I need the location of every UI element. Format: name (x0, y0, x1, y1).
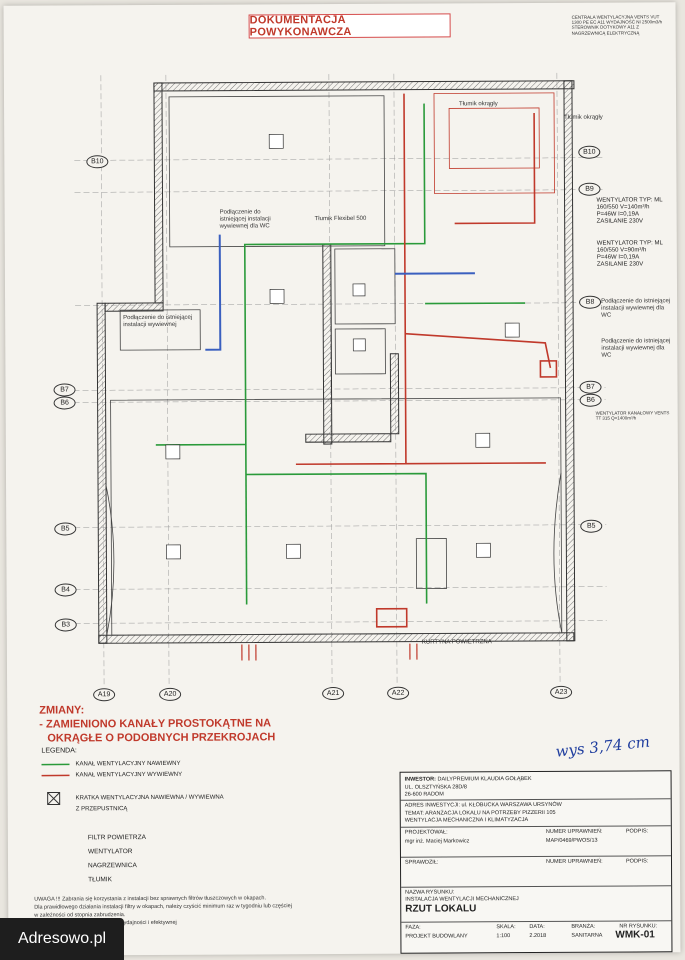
legend-supply-label: KANAŁ WENTYLACYJNY NAWIEWNY (75, 760, 181, 767)
tb-license: MAP/0469/PWOS/13 (545, 837, 598, 844)
tb-number: WMK-01 (615, 929, 655, 941)
axis-left-b4: B4 (54, 583, 77, 597)
label-tlumik-2: Tłumik okrągły (564, 114, 603, 121)
legend-exhaust-label: KANAŁ WENTYLACYJNY WYWIEWNY (75, 771, 183, 778)
tb-sign-label-2: PODPIS: (625, 858, 649, 865)
label-kurtyna: KURTYNA POWIETRZNA (421, 639, 492, 646)
label-tlumik-flexible: Tłumik Flexibel 500 (314, 215, 367, 223)
floor-plan (55, 72, 607, 686)
title-block: INWESTOR: DAILYPREMIUM KLAUDIA GOŁĄBEK U… (399, 770, 673, 954)
grille-icon (47, 791, 61, 805)
legend-title: LEGENDA: (41, 747, 77, 755)
tb-investor-label: INWESTOR: (404, 776, 436, 783)
axis-right-b10: B10 (578, 145, 601, 159)
tb-branch-label: BRANŻA: (571, 923, 596, 930)
changes-line-2: OKRĄGŁE O PODOBNYCH PRZEKROJACH (47, 731, 276, 745)
axis-bottom-a19: A19 (93, 688, 116, 702)
tb-investor: DAILYPREMIUM KLAUDIA GOŁĄBEK (437, 776, 532, 783)
label-central-unit: CENTRALA WENTYLACYJNA VENTS VUT 1300 PE … (571, 14, 663, 36)
tb-scale: 1:100 (496, 933, 511, 940)
changes-note: ZMIANY: - ZAMIENIONO KANAŁY PROSTOKĄTNE … (39, 702, 275, 745)
tb-topic2: WENTYLACJA MECHANICZNA I KLIMATYZACJA (404, 817, 529, 824)
label-channel-fan: WENTYLATOR KANAŁOWY VENTS TT 315 Q=1400m… (595, 410, 670, 421)
axis-left-b6: B6 (53, 396, 76, 410)
label-fan-2: WENTYLATOR TYP: ML 160/550 V=90m³/h P=46… (596, 240, 663, 268)
watermark-logo[interactable]: Adresowo.pl (0, 918, 124, 960)
tb-sign-label: PODPIS: (625, 828, 649, 835)
tb-license-label: NUMER UPRAWNIEŃ: (545, 828, 603, 835)
tb-scale-label: SKALA: (496, 924, 516, 931)
legend-grille-label: KRATKA WENTYLACYJNA NAWIEWNA / WYWIEWNA (75, 794, 224, 801)
axis-bottom-a21: A21 (322, 686, 345, 701)
tb-drawing-name: RZUT LOKALU (405, 903, 477, 915)
tb-license-label-2: NUMER UPRAWNIEŃ: (545, 858, 603, 865)
drawing-sheet: DOKUMENTACJA POWYKONAWCZA (3, 2, 681, 956)
label-conn-wc-1: Podłączenie do istniejącej instalacji wy… (601, 298, 671, 319)
axis-bottom-a22: A22 (387, 686, 410, 700)
label-fan-1: WENTYLATOR TYP: ML 160/550 V=140m³/h P=4… (596, 197, 663, 225)
legend: LEGENDA: KANAŁ WENTYLACYJNY NAWIEWNY KAN… (41, 747, 223, 815)
tb-designer-label: PROJEKTOWAŁ: (404, 829, 448, 836)
supply-ducts (155, 103, 526, 605)
tb-checker-label: SPRAWDZIŁ: (404, 859, 439, 866)
legend-damper-label: Z PRZEPUSTNICĄ (75, 805, 128, 812)
blue-ducts (205, 234, 475, 351)
legend-fan: WENTYLATOR (87, 848, 133, 856)
axis-right-b7: B7 (579, 380, 602, 394)
legend-row-grille: KRATKA WENTYLACYJNA NAWIEWNA / WYWIEWNA (42, 791, 224, 805)
grilles (165, 133, 520, 560)
label-tlumik-1: Tłumik okrągły (459, 101, 498, 108)
exhaust-ducts (295, 93, 558, 628)
tb-branch: SANITARNA (571, 932, 603, 939)
tb-phase: PROJEKT BUDOWLANY (405, 933, 468, 940)
axis-bottom-a20: A20 (159, 687, 182, 701)
axis-left-b3: B3 (54, 618, 77, 632)
axis-left-b5: B5 (54, 522, 77, 536)
air-curtain-arrows (241, 643, 418, 661)
handwritten-note: wys 3,74 cm (554, 732, 651, 761)
axis-right-b5: B5 (580, 519, 603, 533)
exhaust-line-icon (41, 774, 70, 776)
changes-heading: ZMIANY: (39, 704, 85, 717)
axis-right-b6: B6 (579, 393, 602, 407)
axis-left-b7: B7 (53, 383, 76, 397)
tb-investor-row: INWESTOR: DAILYPREMIUM KLAUDIA GOŁĄBEK (405, 776, 532, 784)
label-conn-wc-2: Podłączenie do istniejącej instalacji wy… (601, 338, 671, 359)
tb-address-row: ADRES INWESTYCJI: ul. KŁOBUCKA WARSZAWA … (405, 802, 562, 810)
walls (96, 80, 576, 644)
axis-right-b9: B9 (578, 182, 601, 196)
legend-heater: NAGRZEWNICA (88, 862, 137, 870)
tb-address-label: ADRES INWESTYCJI: (404, 802, 461, 809)
changes-line-1: - ZAMIENIONO KANAŁY PROSTOKĄTNE NA (39, 717, 272, 731)
supply-line-icon (41, 763, 70, 765)
axis-bottom-a23: A23 (550, 685, 573, 699)
tb-topic-label: TEMAT: (404, 810, 424, 817)
tb-date: 2.2018 (529, 932, 547, 940)
tb-date-label: DATA: (529, 923, 545, 931)
central-unit-drawing (433, 92, 555, 194)
room-outlines (105, 95, 563, 636)
axis-left-b10: B10 (86, 155, 109, 169)
label-conn-wc-3: Podłączenie do istniejącej instalacji wy… (219, 209, 271, 230)
legend-filter: FILTR POWIETRZA (87, 834, 146, 842)
legend-row-supply: KANAŁ WENTYLACYJNY NAWIEWNY (41, 758, 223, 770)
note-line-2: Dla prawidłowego działania instalacji fi… (34, 903, 292, 911)
tb-designer: mgr inż. Maciej Markowicz (404, 838, 470, 845)
label-conn-exhaust: Podłączenie do istniejącej instalacji wy… (123, 314, 193, 329)
tb-topic: ARANŻACJA LOKALU NA POTRZEBY PIZZERII 10… (425, 809, 556, 817)
axis-right-b8: B8 (579, 295, 602, 309)
legend-silencer: TŁUMIK (88, 876, 112, 884)
tb-investor-addr2: 26-600 RADOM (404, 791, 444, 798)
legend-components: FILTR POWIETRZA WENTYLATOR NAGRZEWNICA T… (88, 831, 146, 887)
tb-address: ul. KŁOBUCKA WARSZAWA URSYNÓW (461, 801, 562, 809)
tb-phase-label: FAZA: (405, 924, 421, 931)
legend-row-exhaust: KANAŁ WENTYLACYJNY WYWIEWNY (41, 769, 224, 781)
